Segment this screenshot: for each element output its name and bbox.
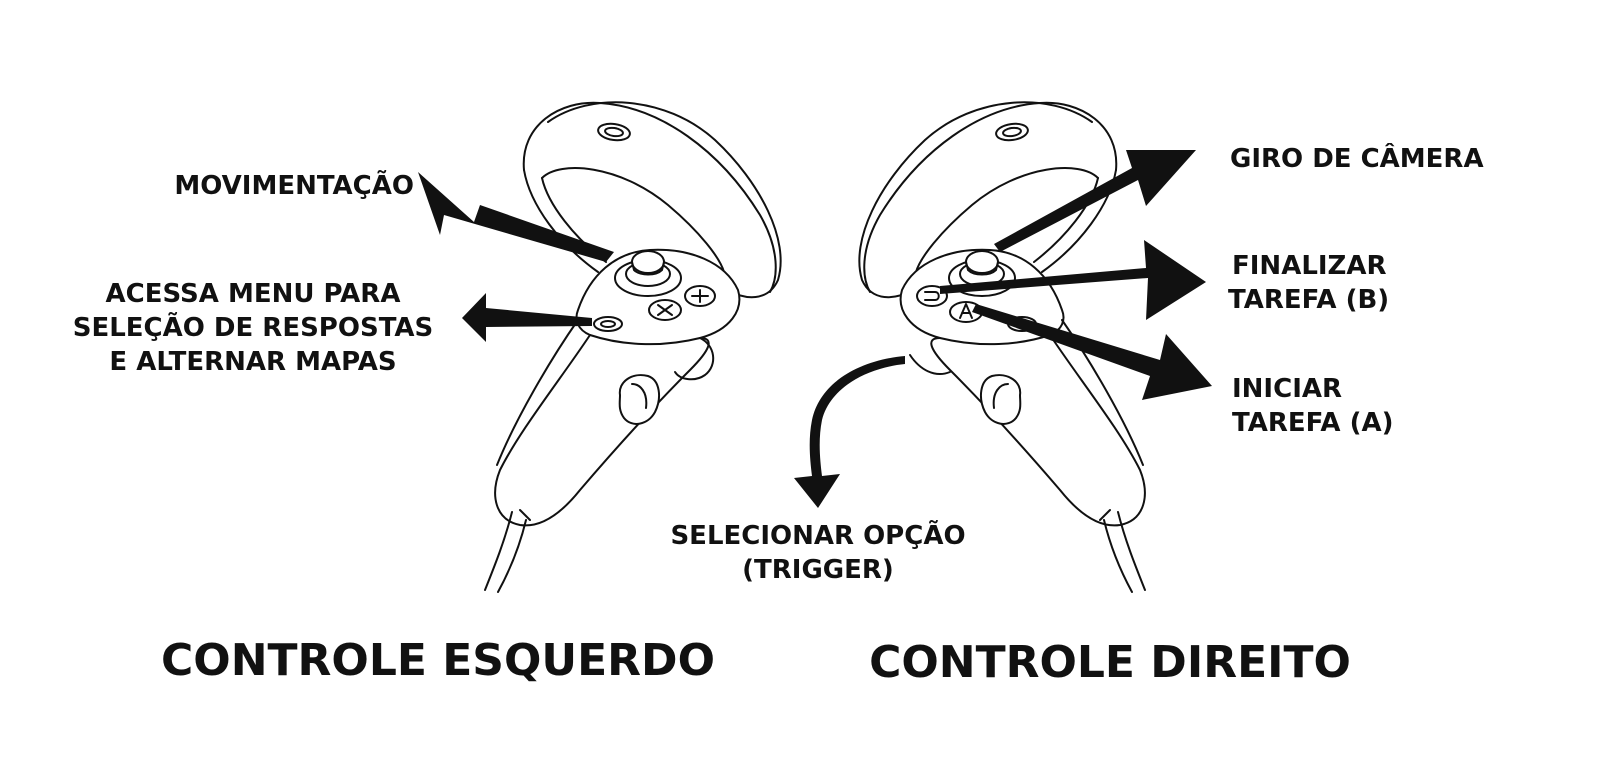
- arrow-movimentacao: [418, 172, 614, 262]
- title-controle-direito: CONTROLE DIREITO: [869, 637, 1351, 688]
- label-iniciar-line-1: INICIAR: [1232, 374, 1342, 404]
- label-finalizar-line-2: TAREFA (B): [1228, 285, 1389, 315]
- label-finalizar-line-1: FINALIZAR: [1232, 251, 1387, 281]
- label-selecionar-line-2: (TRIGGER): [742, 555, 894, 585]
- label-movimentacao: MOVIMENTAÇÃO: [174, 169, 414, 201]
- label-iniciar-line-2: TAREFA (A): [1232, 408, 1393, 438]
- label-acessa-menu-line-3: E ALTERNAR MAPAS: [109, 347, 396, 377]
- left-controller-drawing: [484, 101, 782, 593]
- arrow-iniciar: [972, 304, 1212, 400]
- arrow-selecionar: [794, 356, 905, 508]
- arrow-acessa-menu: [462, 293, 592, 342]
- label-finalizar: FINALIZAR TAREFA (B): [1228, 251, 1389, 315]
- arrow-finalizar: [940, 240, 1206, 320]
- label-selecionar-line-1: SELECIONAR OPÇÃO: [670, 519, 965, 551]
- label-acessa-menu-line-1: ACESSA MENU PARA: [106, 279, 401, 309]
- label-iniciar: INICIAR TAREFA (A): [1232, 374, 1393, 438]
- label-selecionar: SELECIONAR OPÇÃO (TRIGGER): [670, 519, 965, 585]
- label-acessa-menu-line-2: SELEÇÃO DE RESPOSTAS: [73, 311, 434, 343]
- arrow-giro-camera: [994, 150, 1196, 252]
- label-giro-camera: GIRO DE CÂMERA: [1230, 142, 1484, 174]
- title-controle-esquerdo: CONTROLE ESQUERDO: [161, 635, 715, 686]
- label-acessa-menu: ACESSA MENU PARA SELEÇÃO DE RESPOSTAS E …: [73, 279, 434, 377]
- arrows: [418, 150, 1212, 508]
